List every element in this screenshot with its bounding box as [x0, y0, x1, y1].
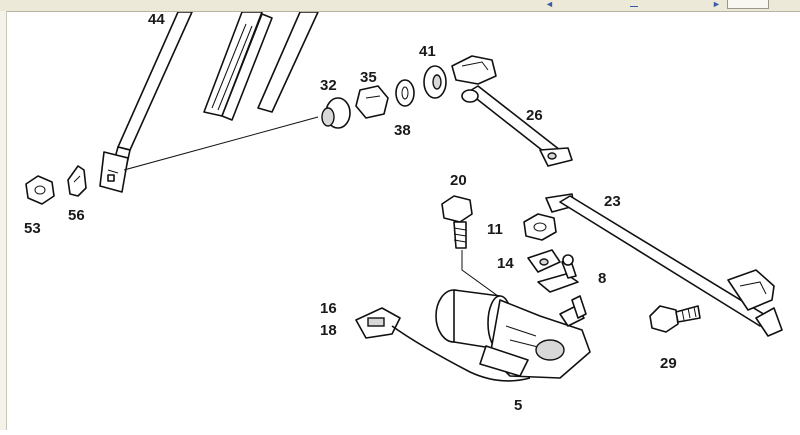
- callout-56: 56: [68, 207, 85, 224]
- callout-11: 11: [487, 221, 503, 238]
- wiper-blade[interactable]: [203, 11, 319, 121]
- callout-5: 5: [514, 397, 522, 414]
- ball-joint-8[interactable]: [537, 254, 579, 293]
- viewer-left-edge: [0, 11, 7, 430]
- nav-back-arrow-icon[interactable]: ◄: [545, 0, 554, 9]
- callout-44: 44: [148, 12, 165, 28]
- connector-16-18[interactable]: [355, 307, 531, 382]
- callout-35: 35: [360, 69, 377, 86]
- callout-38: 38: [394, 122, 411, 139]
- bracket-14[interactable]: [527, 249, 561, 273]
- leader-arm-to-cap: [123, 116, 319, 171]
- cap-32[interactable]: [321, 97, 351, 129]
- callout-8: 8: [598, 270, 606, 287]
- viewer-top-bar: ◄ ►: [0, 0, 800, 12]
- wiper-motor-5[interactable]: [435, 289, 591, 379]
- washer-38[interactable]: [395, 79, 415, 107]
- parts-diagram: 44 32 35 41 38 26 53 56 20 23 11 14 8 16…: [7, 11, 800, 430]
- callout-41: 41: [419, 43, 436, 60]
- nut-35[interactable]: [355, 85, 389, 119]
- callout-16: 16: [320, 300, 337, 317]
- callout-20: 20: [450, 172, 467, 189]
- callout-26: 26: [526, 107, 543, 124]
- callout-29: 29: [660, 355, 677, 372]
- callout-23: 23: [604, 193, 621, 210]
- bolt-29[interactable]: [649, 305, 701, 333]
- nut-53[interactable]: [25, 175, 55, 205]
- nav-field[interactable]: [727, 0, 769, 9]
- clip-56[interactable]: [67, 165, 87, 197]
- callout-53: 53: [24, 220, 41, 237]
- callout-18: 18: [320, 322, 337, 339]
- callout-14: 14: [497, 255, 514, 272]
- linkage-26[interactable]: [451, 55, 573, 167]
- linkage-23[interactable]: [545, 193, 783, 337]
- nav-link-underline[interactable]: [630, 6, 638, 7]
- callout-32: 32: [320, 77, 337, 94]
- nav-forward-arrow-icon[interactable]: ►: [712, 0, 721, 9]
- wiper-arm[interactable]: [99, 11, 193, 193]
- bolt-20[interactable]: [441, 195, 473, 249]
- seal-41[interactable]: [423, 65, 447, 99]
- nut-11[interactable]: [523, 213, 557, 241]
